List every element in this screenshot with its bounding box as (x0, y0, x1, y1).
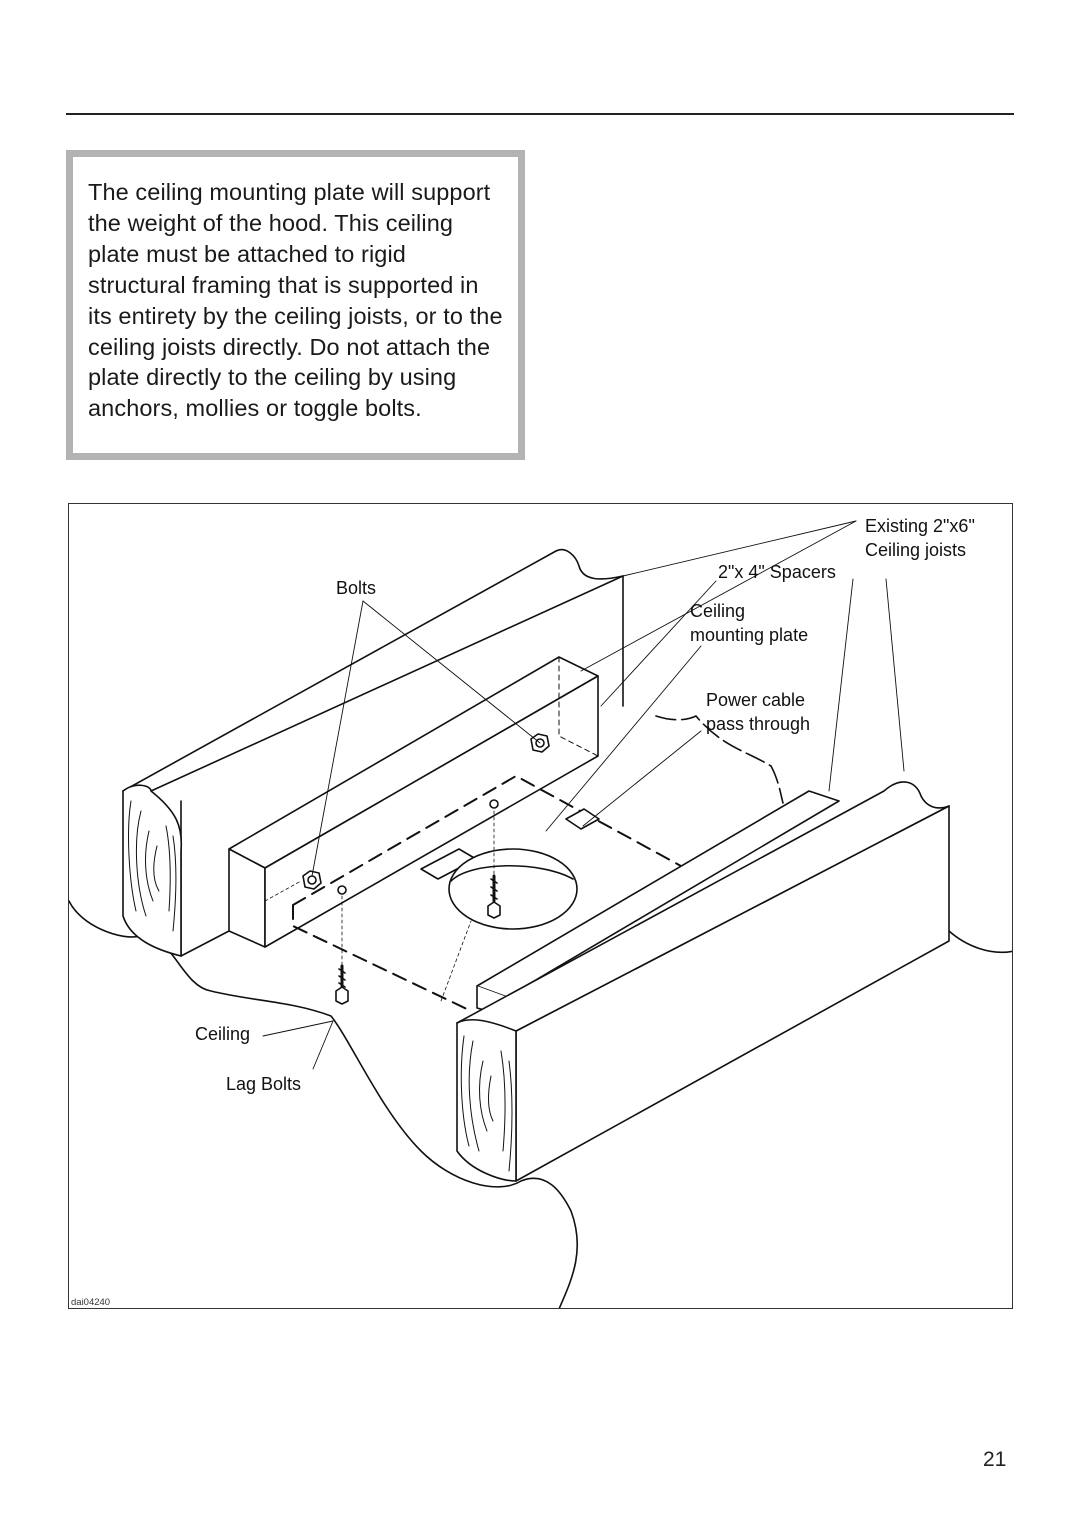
mounting-plate-outline (292, 775, 682, 1012)
left-joist-front-top (150, 575, 624, 792)
left-joist-grain (128, 800, 177, 932)
mounting-plate-label-line1: Ceiling (690, 601, 746, 621)
top-rule (66, 113, 1014, 115)
bolt-hole-right (489, 799, 499, 809)
existing-joists-label-line2: Ceiling joists (865, 540, 967, 560)
left-joist-top (122, 550, 557, 792)
left-spacer-side (264, 675, 599, 948)
guide-lines (264, 810, 495, 1002)
lag-bolt-left (335, 964, 349, 1005)
right-joist-front-end (456, 1019, 517, 1182)
duct-opening (448, 848, 578, 930)
right-spacer-top (476, 790, 840, 998)
notice-text: The ceiling mounting plate will support … (88, 179, 503, 422)
bolts-label: Bolts (336, 578, 377, 598)
lag-bolts-label: Lag Bolts (226, 1074, 302, 1094)
duct-opening-inner (450, 864, 574, 882)
left-spacer-hidden (558, 656, 599, 757)
installation-diagram: Existing 2"x6" Ceiling joists 2"x 4" Spa… (68, 503, 1013, 1309)
left-joist-bottom (180, 930, 230, 957)
mounting-plate-label-line2: mounting plate (690, 625, 809, 645)
bolt-hole-left (337, 885, 347, 895)
existing-joists-label-line1: Existing 2"x6" (865, 516, 975, 536)
power-cable-label-line1: Power cable (706, 690, 806, 710)
right-joist-grain (460, 1035, 513, 1172)
notice-box: The ceiling mounting plate will support … (66, 150, 525, 460)
ceiling-outline-right (948, 930, 1012, 954)
lag-bolt-right (487, 874, 501, 919)
power-cable-label-line2: pass through (706, 714, 811, 734)
power-cable-slot-right (565, 808, 600, 830)
figure-code: dai04240 (71, 1297, 111, 1308)
bolt-left (302, 870, 322, 890)
page-number: 21 (983, 1448, 1007, 1471)
diagram-drawing (69, 520, 1012, 1308)
leader-lines (262, 520, 905, 1070)
spacers-label: 2"x 4" Spacers (718, 562, 836, 582)
ceiling-label: Ceiling (195, 1024, 251, 1044)
right-joist-top (456, 781, 950, 1032)
power-cable (655, 715, 784, 804)
left-joist-top-end (555, 548, 624, 580)
